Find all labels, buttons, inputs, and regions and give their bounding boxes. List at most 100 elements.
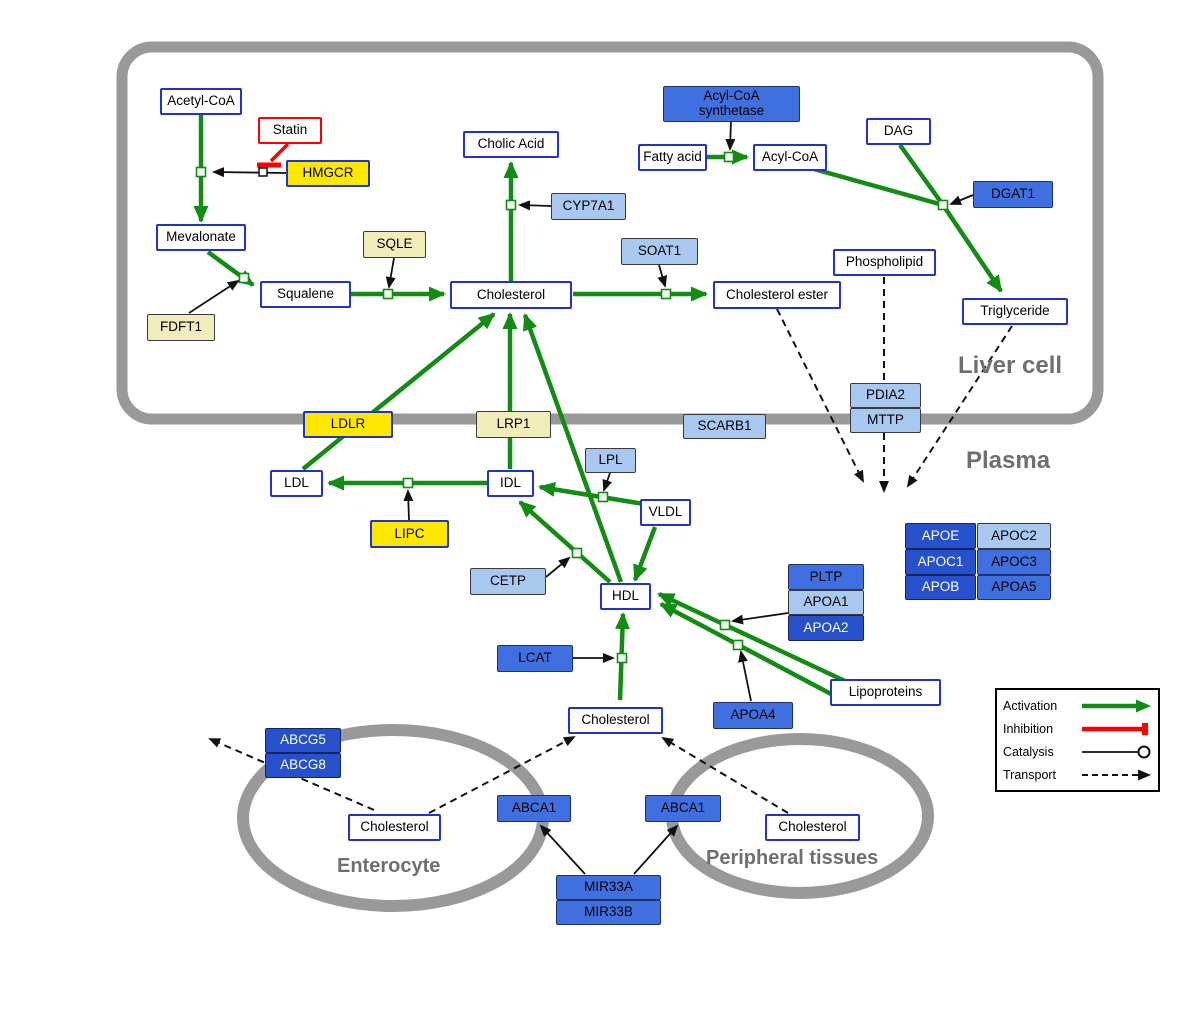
anchor-apoa4 [732, 639, 744, 651]
node-lcat[interactable]: LCAT [497, 645, 573, 672]
node-lpl[interactable]: LPL [585, 448, 636, 473]
catalysis-edges [188, 120, 974, 875]
anchor-soat1 [660, 288, 672, 300]
node-cholesterol-ester[interactable]: Cholesterol ester [713, 281, 841, 309]
anchor-acylcoa-synthetase [723, 151, 735, 163]
node-cholesterol-peripheral[interactable]: Cholesterol [765, 814, 860, 841]
node-acyl-coa[interactable]: Acyl-CoA [753, 144, 827, 171]
node-abca1-enterocyte[interactable]: ABCA1 [497, 795, 571, 822]
node-ldl[interactable]: LDL [270, 470, 323, 497]
edge-catalysis-lipc [403, 489, 414, 521]
edge-catalysis-cyp7a1 [518, 200, 552, 211]
edge-lipoproteins-hdl-upper [657, 591, 846, 684]
node-phospholipid[interactable]: Phospholipid [833, 249, 936, 276]
node-apoc1[interactable]: APOC1 [905, 549, 976, 575]
node-mir33b[interactable]: MIR33B [556, 900, 661, 925]
legend-row-inhibition: Inhibition [1003, 718, 1152, 740]
edge-catalysis-fdft1 [188, 279, 240, 314]
anchor-lipc [402, 477, 414, 489]
node-apoa1[interactable]: APOA1 [788, 590, 864, 615]
node-pltp[interactable]: PLTP [788, 564, 864, 590]
node-acetyl-coa[interactable]: Acetyl-CoA [160, 88, 242, 115]
edge-lipoproteins-hdl-lower [659, 602, 835, 697]
node-ldlr[interactable]: LDLR [303, 411, 393, 438]
edge-inhibition-statin [269, 142, 290, 163]
anchor-lpl [597, 491, 609, 503]
catalysis-circle-icon [1082, 745, 1151, 758]
node-apoa4[interactable]: APOA4 [713, 702, 793, 729]
node-abca1-peripheral[interactable]: ABCA1 [645, 795, 721, 822]
edge-ldl-cholesterol [301, 312, 496, 471]
edge-transport-peripheral-cholesterol-plasma [661, 736, 789, 814]
node-mttp[interactable]: MTTP [850, 408, 921, 433]
node-fatty-acid[interactable]: Fatty acid [638, 144, 707, 171]
anchor-lcat [616, 652, 628, 664]
node-lrp1[interactable]: LRP1 [476, 411, 551, 438]
node-scarb1[interactable]: SCARB1 [683, 414, 766, 439]
anchor-apoa1-complex [719, 619, 731, 631]
liver-cell-label: Liver cell [958, 352, 1063, 379]
node-vldl[interactable]: VLDL [640, 499, 691, 526]
edge-hdl-cholesterol [522, 313, 624, 583]
anchor-hmgcr [195, 166, 207, 178]
edge-dag-junction [898, 143, 945, 207]
node-cholesterol-enterocyte[interactable]: Cholesterol [348, 814, 441, 841]
edge-catalysis-cetp [545, 556, 571, 578]
inhibition-bar-icon [1082, 722, 1148, 735]
node-hdl[interactable]: HDL [600, 583, 651, 610]
activation-edges [193, 114, 1003, 701]
node-apoa2[interactable]: APOA2 [788, 615, 864, 641]
node-apoc2[interactable]: APOC2 [977, 523, 1051, 549]
legend-row-transport: Transport [1003, 764, 1152, 786]
edge-catalysis-acylcoa-synthetase [725, 120, 736, 151]
node-abcg8[interactable]: ABCG8 [265, 753, 341, 778]
node-mevalonate[interactable]: Mevalonate [156, 224, 246, 251]
edge-transport-enterocyte-cholesterol-plasma [428, 736, 576, 814]
edge-vldl-hdl [632, 526, 658, 582]
node-pdia2[interactable]: PDIA2 [850, 383, 921, 408]
node-lipc[interactable]: LIPC [370, 520, 449, 548]
activation-arrow-icon [1082, 699, 1151, 712]
node-statin[interactable]: Statin [258, 117, 322, 144]
node-cetp[interactable]: CETP [470, 568, 546, 595]
node-acyl-coa-synthetase[interactable]: Acyl-CoA synthetase [663, 86, 800, 122]
enterocyte-label: Enterocyte [337, 855, 441, 877]
node-apoc3[interactable]: APOC3 [977, 549, 1051, 575]
plasma-label: Plasma [966, 447, 1051, 474]
edge-catalysis-soat1 [657, 264, 668, 288]
node-dgat1[interactable]: DGAT1 [973, 181, 1053, 208]
node-fdft1[interactable]: FDFT1 [147, 314, 215, 341]
node-soat1[interactable]: SOAT1 [621, 238, 698, 265]
peripheral-tissues-label: Peripheral tissues [706, 847, 879, 869]
legend-catalysis-label: Catalysis [1003, 744, 1054, 759]
anchor-cetp [571, 547, 583, 559]
node-abcg5[interactable]: ABCG5 [265, 728, 341, 753]
node-cyp7a1[interactable]: CYP7A1 [551, 193, 626, 220]
node-cholic-acid[interactable]: Cholic Acid [463, 131, 559, 158]
node-hmgcr[interactable]: HMGCR [286, 160, 370, 187]
edge-catalysis-apoa4 [738, 650, 752, 702]
node-sqle[interactable]: SQLE [363, 231, 426, 258]
node-mir33a[interactable]: MIR33A [556, 875, 661, 900]
node-squalene[interactable]: Squalene [260, 281, 351, 308]
node-apob[interactable]: APOB [905, 575, 976, 600]
node-apoa5[interactable]: APOA5 [977, 575, 1051, 600]
node-dag[interactable]: DAG [866, 118, 931, 145]
edge-catalysis-apoa1-complex [731, 612, 789, 625]
anchor-sqle [382, 288, 394, 300]
edge-catalysis-lpl [602, 472, 613, 492]
node-idl[interactable]: IDL [487, 470, 534, 497]
node-cholesterol-liver[interactable]: Cholesterol [450, 281, 572, 309]
anchor-statin-inhibition [258, 167, 268, 177]
node-triglyceride[interactable]: Triglyceride [962, 298, 1068, 325]
node-apoe[interactable]: APOE [905, 523, 976, 549]
reaction-anchors [195, 151, 949, 664]
node-lipoproteins[interactable]: Lipoproteins [830, 679, 941, 706]
anchor-fdft1 [238, 272, 250, 284]
node-cholesterol-plasma[interactable]: Cholesterol [568, 707, 663, 734]
edge-junction-triglyceride [941, 203, 1003, 293]
legend-inhibition-label: Inhibition [1003, 721, 1054, 736]
edge-acylcoa-junction [813, 166, 944, 208]
